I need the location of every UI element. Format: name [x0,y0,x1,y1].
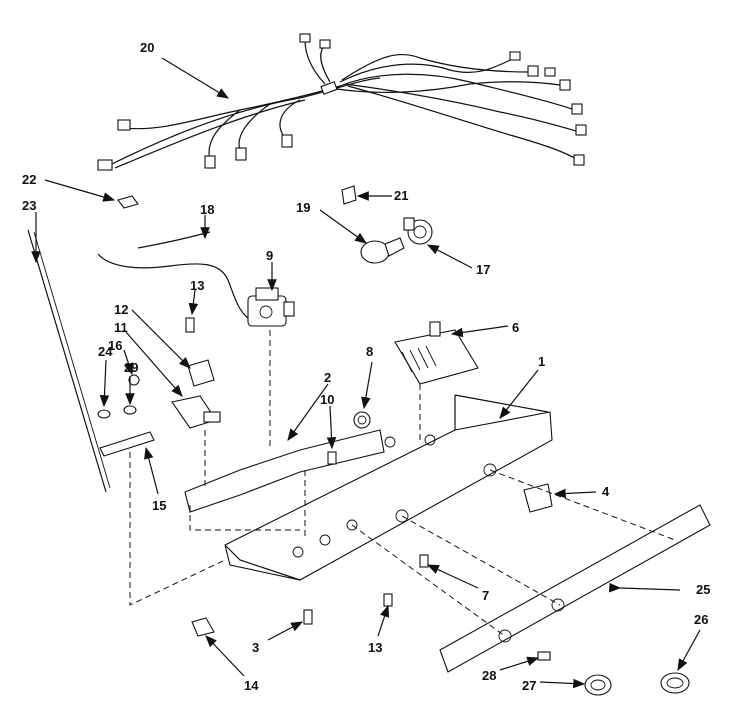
washer-24 [97,409,111,419]
control-board [394,321,479,385]
clip-14 [191,617,215,637]
alignment-lines [129,330,676,637]
callout-labels: 20 22 21 18 19 23 17 9 13 12 11 6 8 1 2 … [22,40,710,693]
callout-24: 24 [98,344,113,359]
callout-11: 11 [114,320,128,335]
knob-26 [660,672,690,694]
screw-10 [327,451,337,465]
clip-22 [117,195,139,209]
clip-4 [523,483,553,513]
pointer-28 [537,651,551,661]
callout-21: 21 [394,188,408,203]
grommet [353,411,371,429]
callout-23: 23 [22,198,36,213]
callout-3: 3 [252,640,259,655]
rod [27,229,107,493]
screw-7 [419,554,429,568]
callout-19: 19 [296,200,310,215]
bracket-12 [187,359,215,387]
callout-17: 17 [476,262,490,277]
callout-20: 20 [140,40,154,55]
washer-29 [123,405,137,415]
wiring-harness [97,33,587,171]
capillary-line [97,253,249,319]
callout-29: 29 [124,360,138,375]
leader-lines [31,57,701,689]
knob-27 [584,674,612,696]
screw-3 [303,609,313,625]
callout-12: 12 [114,302,128,317]
nut-16 [128,374,140,386]
callout-15: 15 [152,498,166,513]
screw-13-upper [185,317,195,333]
callout-26: 26 [694,612,708,627]
callout-13-upper: 13 [190,278,204,293]
damper-control [247,287,295,327]
callout-4: 4 [602,484,610,499]
callout-1: 1 [538,354,545,369]
control-housing [224,394,553,581]
callout-25: 25 [696,582,710,597]
tube [137,231,211,249]
lever-15 [99,431,155,457]
bracket [184,429,385,513]
callout-6: 6 [512,320,519,335]
callout-14: 14 [244,678,259,693]
callout-27: 27 [522,678,536,693]
light-bulb [360,237,405,264]
light-socket [403,217,433,245]
callout-10: 10 [320,392,334,407]
callout-28: 28 [482,668,496,683]
callout-13-lower: 13 [368,640,382,655]
clip-21 [341,185,357,205]
front-panel [439,504,711,673]
callout-2: 2 [324,370,331,385]
thermostat [171,395,221,429]
callout-22: 22 [22,172,36,187]
callout-18: 18 [200,202,214,217]
callout-8: 8 [366,344,373,359]
callout-9: 9 [266,248,273,263]
screw-13-lower [383,593,393,607]
callout-7: 7 [482,588,489,603]
callout-16: 16 [108,338,122,353]
